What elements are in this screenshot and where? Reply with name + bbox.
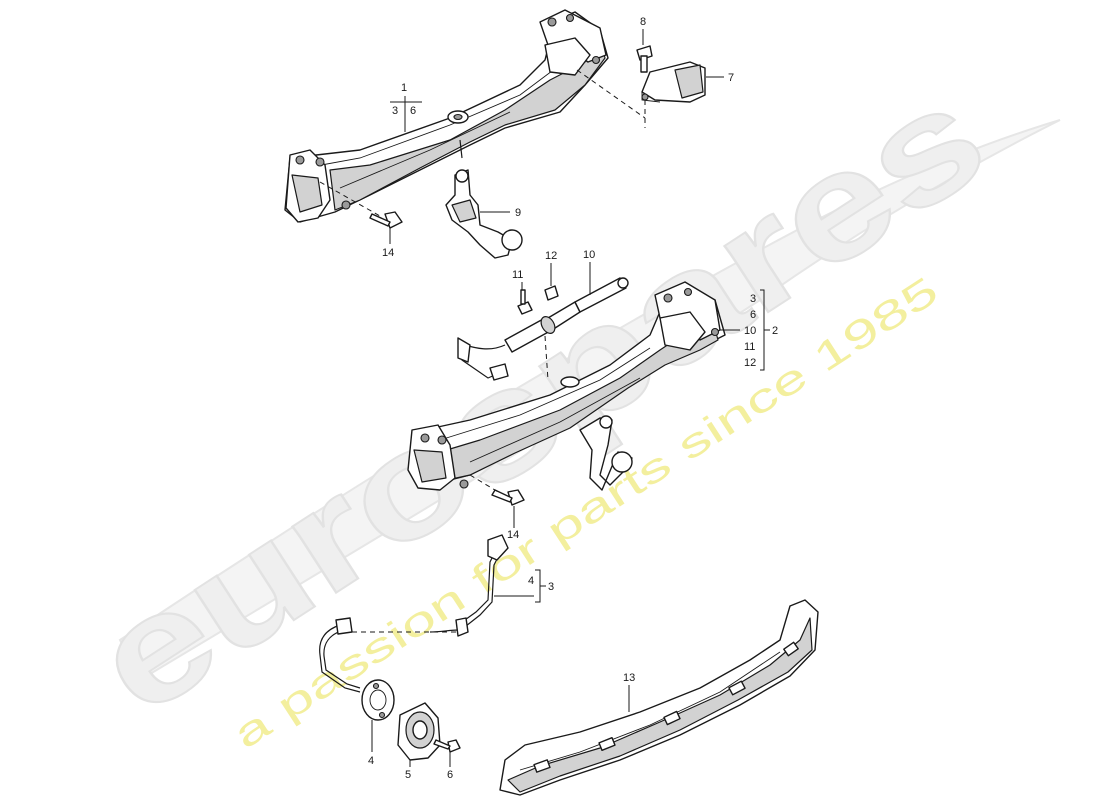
bolt-6 <box>433 739 461 753</box>
callout-2-list-10: 10 <box>744 325 756 337</box>
callout-4-top: 4 <box>528 575 534 587</box>
bolt-8 <box>636 45 653 73</box>
callouts: 1 3 6 8 7 9 14 11 12 10 3 6 10 11 12 2 <box>368 16 778 781</box>
callout-8: 8 <box>640 16 646 28</box>
callout-7: 7 <box>728 72 734 84</box>
callout-2: 2 <box>772 325 778 337</box>
gas-strut <box>504 277 629 353</box>
crossmember-lower <box>407 281 726 491</box>
callout-5: 5 <box>405 769 411 781</box>
callout-13: 13 <box>623 672 635 684</box>
callout-10: 10 <box>583 249 595 261</box>
callout-11: 11 <box>512 269 523 281</box>
bolt-14-lower <box>469 474 525 506</box>
callout-14-mid: 14 <box>507 529 519 541</box>
wiring-harness <box>319 534 509 693</box>
nut-12 <box>544 285 559 301</box>
socket-base <box>361 679 395 721</box>
callout-1: 1 <box>401 82 407 94</box>
callout-2-list-3: 3 <box>750 293 756 305</box>
callout-2-list-12: 12 <box>744 357 756 369</box>
cable-harness-upper <box>457 337 509 381</box>
bolt-11 <box>517 289 533 315</box>
callout-4-bottom: 4 <box>368 755 374 767</box>
mounting-bracket <box>576 61 706 128</box>
callout-6: 6 <box>447 769 453 781</box>
callout-1-sub-3: 3 <box>392 105 398 117</box>
socket-cover <box>397 702 441 761</box>
callout-2-list-11: 11 <box>744 341 755 353</box>
callout-12: 12 <box>545 250 557 262</box>
callout-2-list-6: 6 <box>750 309 756 321</box>
bumper-reinforcement <box>499 599 819 796</box>
crossmember-upper <box>284 9 609 223</box>
callout-3: 3 <box>548 581 554 593</box>
callout-9: 9 <box>515 207 521 219</box>
bolt-14-upper <box>319 181 403 229</box>
tow-ball-upper <box>445 169 523 259</box>
tow-ball-lower <box>579 415 633 491</box>
callout-14-upper: 14 <box>382 247 394 259</box>
callout-1-sub-6: 6 <box>410 105 416 117</box>
